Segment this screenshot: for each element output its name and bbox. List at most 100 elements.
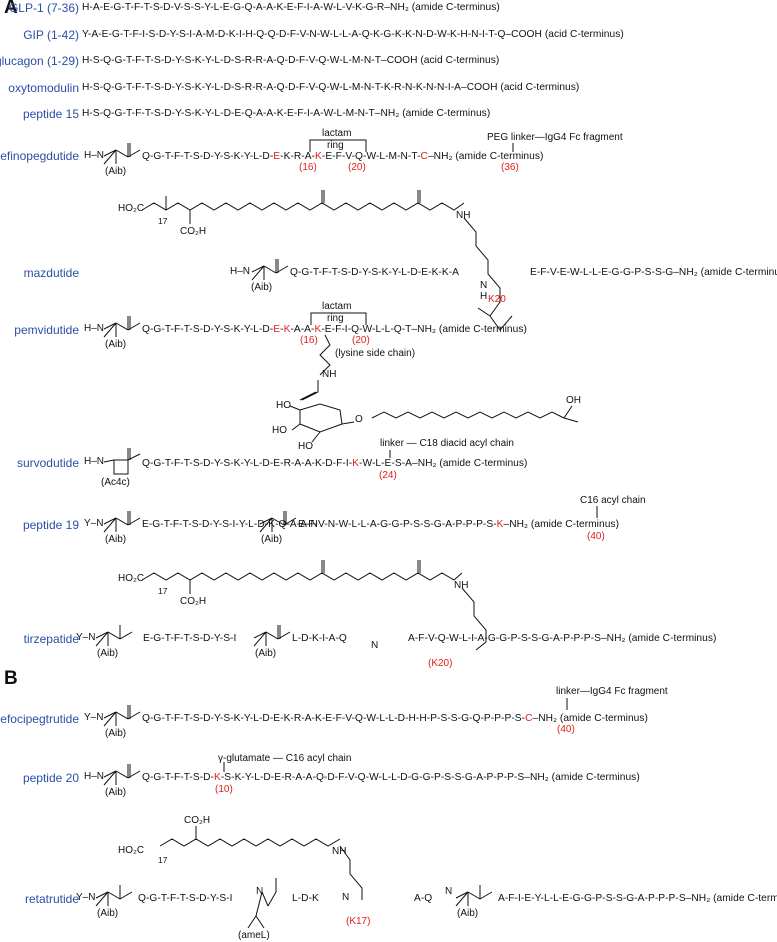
reta-sequence-d: A-F-I-E-Y-L-L-E-G-G-P-S-S-G-A-P-P-P-S–NH…	[498, 893, 777, 904]
peptide-sequence: H-A-E-G-T-F-T-S-D-V-S-S-Y-L-E-G-Q-A-A-K-…	[82, 2, 500, 13]
panel-label-a: A	[4, 0, 18, 18]
seq-part: Q-G-T-F-T-S-D-Y-S-K-Y-L-D-E-R-A-A-K-D-F-…	[142, 458, 353, 469]
seq-part: Q-G-T-F-T-S-D-Y-S-K-Y-L-D-	[142, 151, 274, 162]
maz-sequence-b: E-F-V-E-W-L-L-E-G-G-P-S-S-G–NH₂ (amide C…	[530, 267, 777, 278]
peptide-name: survodutide	[16, 456, 79, 470]
peptide-name: glucagon (1-29)	[0, 54, 79, 68]
reta-sequence-a: Q-G-T-F-T-S-D-Y-S-I	[138, 893, 233, 904]
tirz-sequence-a: E-G-T-F-T-S-D-Y-S-I	[143, 633, 237, 644]
peptide-name: oxytomodulin	[8, 81, 79, 95]
lysine-label: K20	[488, 294, 506, 305]
lactam-label: lactam	[322, 128, 352, 139]
seq-part: –NH₂ (amide C-terminus)	[427, 151, 544, 162]
peptide-name: efinopegdutide	[0, 149, 79, 163]
ring-label: ring	[327, 313, 344, 324]
acid-label: CO₂H	[184, 815, 211, 826]
n-terminus: Y–N	[76, 632, 96, 643]
aib-residue-pemvi	[103, 316, 141, 338]
seq-part: –NH₂ (amide C-terminus)	[532, 713, 648, 724]
tirz-sequence-b: L-D-K-I-A-Q	[292, 633, 347, 644]
position-label: (20)	[348, 162, 366, 173]
mazdutide-side-chain	[141, 190, 513, 331]
acid-label: CO₂H	[180, 596, 207, 607]
reta-sequence-b: L-D-K	[292, 893, 319, 904]
residue-k40: K	[496, 519, 504, 530]
n-terminus: H–N	[230, 266, 251, 277]
aib-label: (Aib)	[105, 166, 127, 177]
aib-residue-efino	[103, 143, 141, 165]
acid-label: HO₂C	[118, 845, 145, 856]
position-label: (16)	[300, 335, 318, 346]
residue-c36: C	[420, 151, 428, 162]
efoci-sequence: Q-G-T-F-T-S-D-Y-S-K-Y-L-D-E-K-R-A-K-E-F-…	[142, 713, 648, 724]
h-label: H	[480, 291, 488, 302]
aib-residue-p20	[103, 764, 141, 786]
position-label: (16)	[299, 162, 317, 173]
p19-sequence-b: E-F-V-N-W-L-L-A-G-G-P-S-S-G-A-P-P-P-S-K–…	[298, 519, 619, 530]
nh-label: NH	[332, 846, 347, 857]
seq-part: Q-G-T-F-T-S-D-Y-S-K-Y-L-D-E-K-R-A-K-E-F-…	[142, 713, 526, 724]
peptide-sequence: H-S-Q-G-T-F-T-S-D-Y-S-K-Y-L-D-E-Q-A-A-K-…	[82, 108, 491, 119]
aib-residue-maz	[251, 259, 289, 281]
n-label: N	[256, 886, 264, 897]
seq-part: -E-F-I-Q-W-L-L-Q-T–NH₂ (amide C-terminus…	[321, 324, 527, 335]
residue-k: K	[283, 324, 291, 335]
residue-c40: C	[525, 713, 533, 724]
lysine-side-chain	[319, 334, 331, 376]
residue-k24: K	[352, 458, 360, 469]
peptide-name: peptide 15	[22, 107, 79, 121]
nh-label: NH	[456, 210, 471, 221]
ho-label: HO	[272, 425, 287, 436]
repeat-count: 17	[158, 216, 168, 226]
side-chain-label: (lysine side chain)	[335, 348, 416, 359]
seq-part: -	[280, 324, 284, 335]
tirz-sequence-c: A-F-V-Q-W-L-I-A-G-G-P-S-S-G-A-P-P-P-S–NH…	[408, 633, 717, 644]
position-label: (20)	[352, 335, 370, 346]
seq-part: -E-F-V-Q-W-L-M-N-T-	[321, 151, 421, 162]
acid-label: HO₂C	[118, 203, 145, 214]
aib-residue-tirz	[95, 625, 291, 647]
peptide-name: GIP (1-42)	[23, 28, 79, 42]
seq-part: -K-R-A-	[280, 151, 316, 162]
peptide-name: tirzepatide	[23, 632, 79, 646]
repeat-count: 17	[158, 586, 168, 596]
p20-sequence: Q-G-T-F-T-S-D-K-S-K-Y-L-D-E-R-A-A-Q-D-F-…	[142, 772, 640, 783]
peptide-name: pemvidutide	[14, 323, 79, 337]
aib-residue-p19	[103, 511, 297, 533]
peptide-sequence: H-S-Q-G-T-F-T-S-D-Y-S-K-Y-L-D-S-R-R-A-Q-…	[82, 55, 500, 66]
seq-part: -S-K-Y-L-D-E-R-A-A-Q-D-F-V-Q-W-L-L-D-G-G…	[220, 772, 640, 783]
aib-residue-reta	[95, 878, 493, 929]
position-label: (10)	[215, 784, 233, 795]
position-label: (40)	[557, 724, 575, 735]
n-terminus: Y–N	[84, 712, 104, 723]
peptide-sequence: H-S-Q-G-T-F-T-S-D-Y-S-K-Y-L-D-S-R-R-A-Q-…	[82, 82, 580, 93]
position-label: (24)	[379, 470, 397, 481]
maz-sequence-a: Q-G-T-F-T-S-D-Y-S-K-Y-L-D-E-K-K-A	[290, 267, 459, 278]
pemvi-sequence: Q-G-T-F-T-S-D-Y-S-K-Y-L-D-E-K-A-A-K-E-F-…	[142, 324, 527, 335]
residue-k: K	[314, 324, 322, 335]
n-label: N	[342, 892, 350, 903]
ac4c-label: (Ac4c)	[101, 477, 130, 488]
panel-label-b: B	[4, 668, 18, 689]
peg-label: PEG linker—IgG4 Fc fragment	[487, 132, 623, 143]
ho-label: HO	[298, 441, 313, 452]
acid-label: HO₂C	[118, 573, 145, 584]
position-label: (36)	[501, 162, 519, 173]
lysine-label: (K20)	[428, 658, 453, 669]
survo-sequence: Q-G-T-F-T-S-D-Y-S-K-Y-L-D-E-R-A-A-K-D-F-…	[142, 458, 527, 469]
oh-label: OH	[566, 395, 581, 406]
seq-part: -A-A-	[290, 324, 315, 335]
nh-label: NH	[454, 580, 469, 591]
glutamate-label: γ-glutamate — C16 acyl chain	[218, 753, 352, 764]
aib-label: (Aib)	[105, 728, 127, 739]
seq-part: Q-G-T-F-T-S-D-Y-S-K-Y-L-D-	[142, 324, 274, 335]
ameL-label: (ameL)	[238, 930, 270, 941]
n-terminus: Y–N	[84, 518, 104, 529]
aib-label: (Aib)	[97, 648, 119, 659]
sugar-lipid	[289, 380, 579, 443]
peptide-name: efocipegtrutide	[0, 712, 79, 726]
seq-part: Q-G-T-F-T-S-D-	[142, 772, 214, 783]
aib-label: (Aib)	[97, 908, 119, 919]
o-label: O	[355, 414, 363, 425]
